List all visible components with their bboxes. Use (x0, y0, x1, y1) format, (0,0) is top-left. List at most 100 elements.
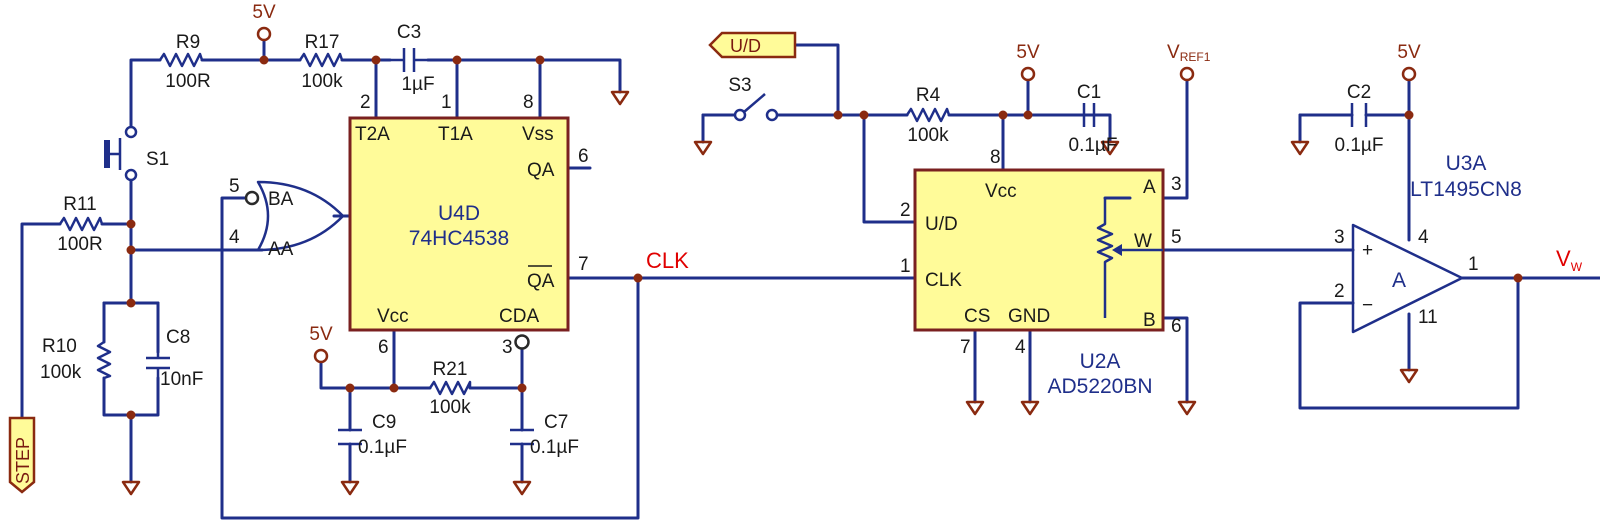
chip-u2a: Vcc U/D CLK A W B CS GND (913, 168, 1165, 332)
c2-ref: C2 (1347, 82, 1371, 103)
r17-symbol (298, 52, 344, 68)
ud-port-label: U/D (730, 36, 761, 56)
c8-ref: C8 (166, 327, 190, 348)
r21-value: 100k (429, 397, 471, 418)
opamp-plus: + (1362, 240, 1373, 261)
u4d-pin-qa-bar: QA (527, 271, 555, 292)
component-labels: R9 100R R17 100k C3 1µF 2 1 8 6 7 6 3 5 … (40, 22, 1479, 458)
u3a-pin-number-4: 4 (1418, 227, 1429, 248)
power-label-r9: 5V (252, 2, 276, 23)
r9-ref: R9 (176, 32, 200, 53)
u2a-pin-ud: U/D (925, 214, 958, 235)
power-terminals: 5V 5V 5V VREF1 5V (252, 2, 1421, 364)
u2a-ref: U2A (1080, 350, 1121, 373)
port-ud: U/D (708, 31, 797, 59)
power-terminal-icon (1179, 66, 1195, 82)
ground-icon (340, 480, 360, 496)
u2a-pin-number-5: 5 (1171, 227, 1182, 248)
clk-net-label: CLK (646, 248, 689, 273)
u2a-pin-number-3: 3 (1171, 174, 1182, 195)
u4d-pin-cda: CDA (499, 306, 539, 327)
step-port-label: STEP (13, 437, 33, 484)
capacitors (146, 48, 1368, 446)
u4d-pin-number-vcc: 6 (378, 337, 389, 358)
u2a-pin-number-2: 2 (900, 200, 911, 221)
c1-ref: C1 (1077, 82, 1101, 103)
u3a-pin-number-11: 11 (1418, 307, 1438, 328)
u2a-pin-b: B (1143, 310, 1156, 331)
opamp-symbol: A (1392, 269, 1406, 292)
r10-ref: R10 (42, 336, 77, 357)
c8-symbol (146, 352, 170, 378)
c3-symbol (390, 48, 428, 72)
c1-value: 0.1µF (1069, 135, 1118, 156)
c8-value: 10nF (160, 369, 203, 390)
ground-icon (121, 480, 141, 496)
opamp-u3a: + − A (1351, 223, 1464, 334)
u4d-pin-number-8: 8 (523, 92, 534, 113)
wiper-arrow (1112, 244, 1122, 256)
c7-symbol (510, 428, 534, 446)
u4d-pin-number-3: 3 (502, 337, 513, 358)
u2a-pin-clk: CLK (925, 270, 962, 291)
r21-ref: R21 (433, 359, 468, 380)
gate-pin-number-4: 4 (229, 227, 240, 248)
resistors (58, 52, 951, 396)
r17-value: 100k (301, 71, 343, 92)
power-terminal-icon (313, 348, 329, 364)
c9-ref: C9 (372, 412, 396, 433)
u4d-pin-t2a: T2A (355, 124, 390, 145)
u4d-pin-number-7: 7 (578, 254, 589, 275)
u2a-pin-number-8: 8 (990, 147, 1001, 168)
u4d-pin-number-1: 1 (441, 92, 452, 113)
c7-value: 0.1µF (530, 437, 579, 458)
u4d-pin-t1a: T1A (438, 124, 473, 145)
r9-value: 100R (165, 71, 210, 92)
r4-value: 100k (907, 125, 949, 146)
r10-symbol (96, 340, 112, 380)
c9-symbol (338, 428, 362, 446)
c1-symbol (1082, 103, 1096, 127)
u3a-ref: U3A (1446, 152, 1487, 175)
ground-symbols (121, 90, 1419, 496)
c2-symbol (1350, 103, 1368, 127)
u2a-pin-gnd: GND (1008, 306, 1050, 327)
u4d-part: 74HC4538 (409, 227, 509, 250)
ground-icon (1100, 140, 1120, 156)
u2a-part: AD5220BN (1047, 375, 1152, 398)
junctions (126, 55, 1523, 420)
u2a-pin-cs: CS (964, 306, 990, 327)
s1-ref: S1 (146, 149, 169, 170)
u2a-pin-a: A (1143, 177, 1156, 198)
gate-pin-ba: BA (268, 189, 294, 210)
u2a-pin-w: W (1134, 231, 1152, 252)
c2-value: 0.1µF (1335, 135, 1384, 156)
r11-ref: R11 (63, 194, 96, 215)
u2a-potentiometer (1096, 198, 1114, 318)
switch-s1 (104, 125, 138, 182)
u4d-pin-number-6: 6 (578, 146, 589, 167)
u2a-pin-number-6: 6 (1171, 316, 1182, 337)
ground-icon (693, 140, 713, 156)
power-terminal-icon (1020, 66, 1036, 82)
u4d-pin-number-2: 2 (360, 92, 371, 113)
power-label-u2a: 5V (1016, 42, 1040, 63)
ground-icon (610, 90, 630, 106)
port-step: STEP (8, 416, 36, 494)
u3a-pin-number-1: 1 (1468, 254, 1479, 275)
vw-net-label: VW (1556, 246, 1583, 274)
wires (20, 38, 1600, 520)
r9-symbol (158, 52, 204, 68)
ground-icon (965, 400, 985, 416)
u4d-pin-vcc: Vcc (377, 306, 409, 327)
or-gate: BA AA (243, 180, 345, 260)
switch-s3 (733, 93, 779, 122)
gate-pin-aa: AA (268, 239, 294, 260)
ground-icon (1020, 400, 1040, 416)
c3-ref: C3 (397, 22, 421, 43)
vref-label: VREF1 (1167, 42, 1211, 64)
gate-pin-number-5: 5 (229, 176, 240, 197)
power-label-u3a: 5V (1397, 42, 1421, 63)
power-terminal-icon (256, 26, 272, 42)
